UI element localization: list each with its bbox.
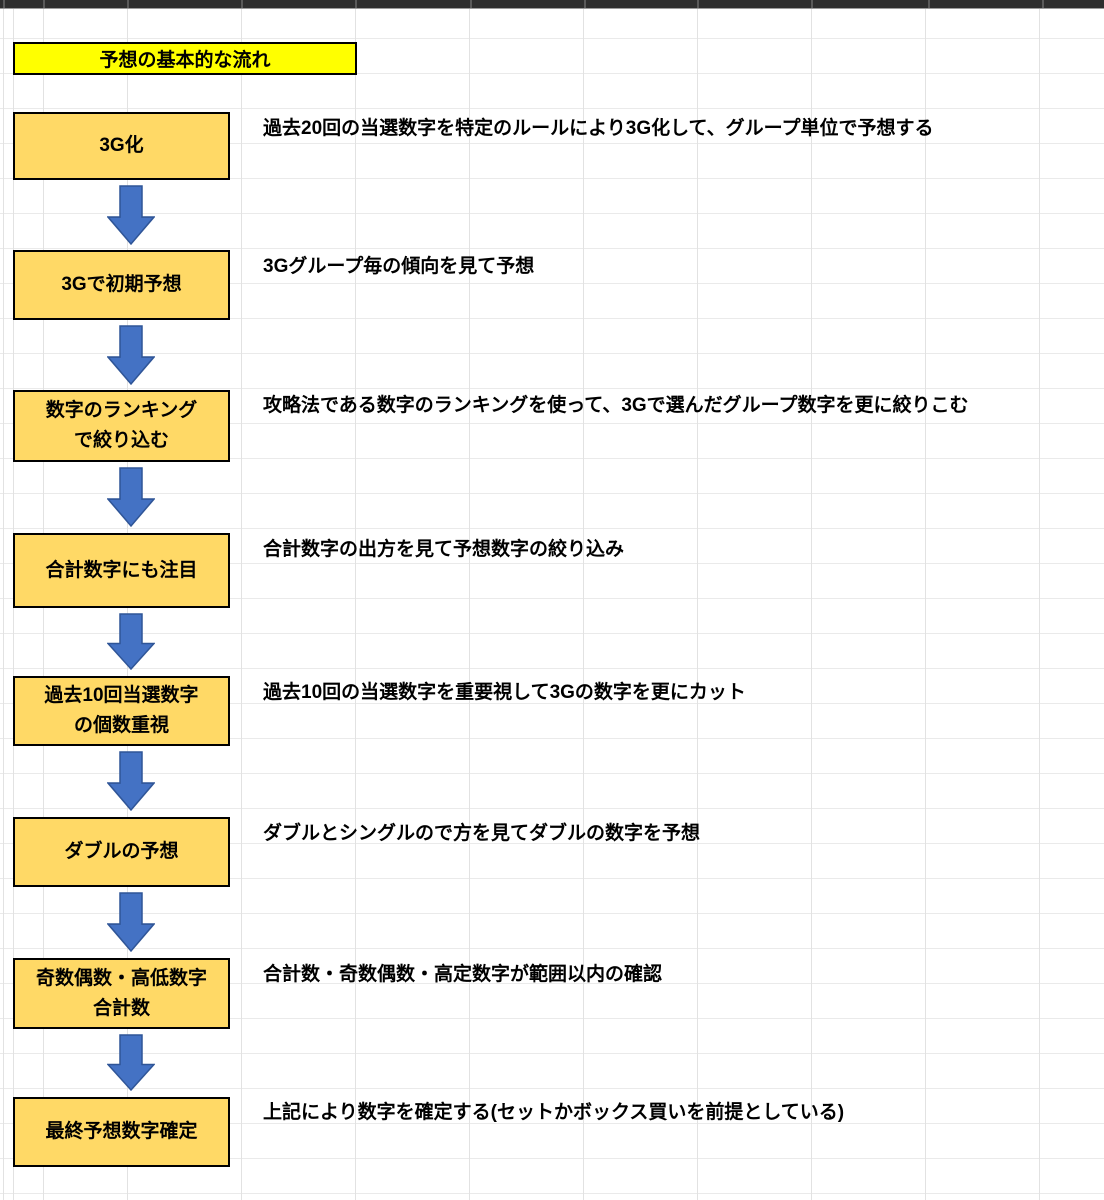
flow-step-label: 最終予想数字確定 <box>45 1121 198 1142</box>
flow-step-label: 奇数偶数・高低数字 <box>35 967 207 989</box>
flow-step-label: 3Gで初期予想 <box>61 274 182 295</box>
column-separator <box>584 0 586 8</box>
down-arrow-icon <box>107 185 155 245</box>
column-separator <box>697 0 699 8</box>
flow-step-label: ダブルの予想 <box>64 841 179 862</box>
flow-step-box-3: 数字のランキング で絞り込む <box>13 390 230 462</box>
column-separator <box>3 0 5 8</box>
flow-step-description: ダブルとシングルので方を見てダブルの数字を予想 <box>263 823 701 844</box>
column-separator <box>355 0 357 8</box>
column-separator <box>1042 0 1044 8</box>
flow-step-box-4: 合計数字にも注目 <box>13 533 230 608</box>
down-arrow-icon <box>107 325 155 385</box>
gridline-vertical <box>3 9 4 1200</box>
down-arrow-icon <box>107 751 155 811</box>
column-separator <box>127 0 129 8</box>
flow-step-description: 過去10回の当選数字を重要視して3Gの数字を更にカット <box>263 682 746 703</box>
flow-step-box-6: ダブルの予想 <box>13 817 230 887</box>
column-separator <box>470 0 472 8</box>
flow-step-label: 合計数字にも注目 <box>45 559 198 581</box>
column-separator <box>928 0 930 8</box>
flow-step-box-8: 最終予想数字確定 <box>13 1097 230 1167</box>
flow-step-box-5: 過去10回当選数字 の個数重視 <box>13 676 230 746</box>
flow-step-box-1: 3G化 <box>13 112 230 180</box>
flow-step-description: 過去20回の当選数字を特定のルールにより3G化して、グループ単位で予想する <box>263 118 934 139</box>
flow-step-description: 攻略法である数字のランキングを使って、3Gで選んだグループ数字を更に絞りこむ <box>263 395 969 416</box>
flow-step-label: 3G化 <box>99 135 144 156</box>
flow-step-description: 合計数字の出方を見て予想数字の絞り込み <box>263 539 625 560</box>
flow-step-description: 上記により数字を確定する(セットかボックス買いを前提としている) <box>263 1102 845 1123</box>
down-arrow-icon <box>107 892 155 952</box>
column-separator <box>811 0 813 8</box>
flow-step-label: 数字のランキング <box>45 400 198 421</box>
down-arrow-icon <box>107 613 155 670</box>
flow-step-box-2: 3Gで初期予想 <box>13 250 230 320</box>
flow-step-description: 合計数・奇数偶数・高定数字が範囲以内の確認 <box>263 964 663 985</box>
flow-step-description: 3Gグループ毎の傾向を見て予想 <box>263 256 535 277</box>
flow-step-label-line2: 合計数 <box>92 997 150 1019</box>
down-arrow-icon <box>107 1034 155 1091</box>
down-arrow-icon <box>107 467 155 527</box>
column-header-strip <box>0 0 1104 9</box>
flow-step-label-line2: の個数重視 <box>73 715 169 736</box>
flow-step-box-7: 奇数偶数・高低数字 合計数 <box>13 958 230 1029</box>
flowchart-title-label: 予想の基本的な流れ <box>99 50 271 71</box>
flowchart-title: 予想の基本的な流れ <box>13 42 357 75</box>
flow-step-label: 過去10回当選数字 <box>44 685 199 706</box>
flow-step-label-line2: で絞り込む <box>73 430 169 451</box>
column-separator <box>241 0 243 8</box>
column-separator <box>43 0 45 8</box>
